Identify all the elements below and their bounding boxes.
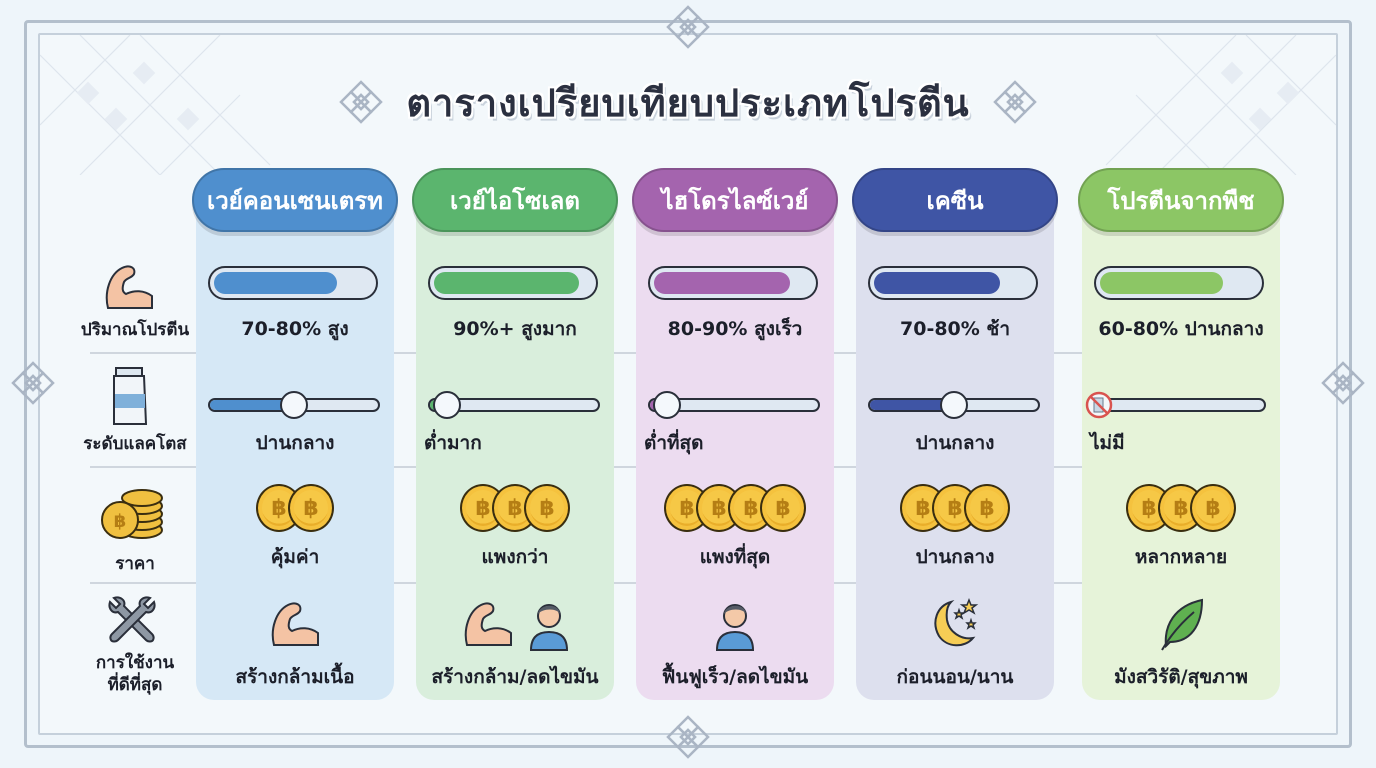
protein-value: 90%+ สูงมาก [453, 318, 577, 340]
usage-icons [412, 596, 618, 656]
protein-value: 70-80% ช้า [900, 318, 1010, 340]
price-coins: ฿฿฿ [852, 484, 1058, 534]
row-label-protein: ปริมาณโปรตีน [80, 320, 190, 340]
protein-progress-bar [1094, 266, 1264, 300]
thai-ornament-icon [992, 80, 1037, 124]
person-icon [713, 598, 757, 656]
price-coins: ฿฿฿ [412, 484, 618, 534]
diamond-pattern-decoration [1105, 35, 1336, 175]
row-label-usage: การใช้งาน ที่ดีที่สุด [95, 653, 175, 695]
protein-value: 80-90% สูงเร็ว [667, 318, 803, 340]
milk-carton-icon [113, 367, 148, 425]
protein-bar-fill [874, 272, 1001, 294]
person-icon [527, 598, 571, 656]
page-title: ตารางเปรียบเทียบประเภทโปรตีน [406, 80, 970, 125]
lactose-level-slider [208, 391, 380, 419]
column-header: ไฮโดรไลซ์เวย์ [632, 168, 838, 232]
protein-bar-fill [654, 272, 790, 294]
no-milk-icon [1084, 390, 1114, 424]
thai-ornament-icon [339, 80, 384, 124]
row-label-price: ราคา [115, 554, 155, 574]
usage-icons [852, 596, 1058, 656]
usage-value: ฟื้นฟูเร็ว/ลดไขมัน [661, 666, 809, 688]
flexed-arm-icon [105, 265, 153, 309]
baht-coin-icon: ฿ [760, 484, 806, 532]
protein-column: ไฮโดรไลซ์เวย์ 80-90% สูงเร็วต่ำที่สุด฿฿฿฿… [632, 168, 838, 700]
slider-fill [870, 400, 954, 410]
title-row: ตารางเปรียบเทียบประเภทโปรตีน [0, 72, 1376, 132]
protein-progress-bar [868, 266, 1038, 300]
usage-icons [1078, 596, 1284, 656]
thai-ornament-icon [666, 715, 710, 759]
protein-bar-fill [434, 272, 580, 294]
moon-stars-icon [925, 596, 985, 656]
lactose-value: ไม่มี [1090, 432, 1125, 454]
column-header: โปรตีนจากพืช [1078, 168, 1284, 232]
usage-value: สร้างกล้ามเนื้อ [235, 666, 355, 688]
leaf-icon [1156, 596, 1206, 656]
protein-bar-fill [1100, 272, 1224, 294]
thai-ornament-icon [1321, 361, 1365, 405]
slider-fill [210, 400, 294, 410]
lactose-value: ปานกลาง [255, 432, 335, 454]
baht-coin-icon: ฿ [288, 484, 334, 532]
slider-knob [432, 391, 461, 419]
lactose-level-slider [868, 391, 1040, 419]
protein-column: โปรตีนจากพืช 60-80% ปานกลางไม่มี฿฿฿หลากหล… [1078, 168, 1284, 700]
wrench-tools-icon [108, 596, 156, 643]
usage-value: มังสวิรัติ/สุขภาพ [1114, 666, 1248, 688]
protein-column: เวย์ไอโซเลต 90%+ สูงมากต่ำมาก฿฿฿แพงกว่าสร… [412, 168, 618, 700]
lactose-value: ปานกลาง [915, 432, 995, 454]
svg-text:฿: ฿ [114, 511, 127, 532]
thai-ornament-icon [666, 5, 710, 49]
slider-knob [940, 391, 968, 419]
coin-stack-icon: ฿ [101, 489, 163, 539]
price-value: แพงที่สุด [699, 546, 771, 568]
baht-coin-icon: ฿ [964, 484, 1010, 532]
lactose-value: ต่ำที่สุด [644, 432, 704, 454]
protein-value: 70-80% สูง [241, 318, 349, 340]
protein-progress-bar [208, 266, 378, 300]
lactose-level-slider [1085, 391, 1266, 419]
row-label-lactose: ระดับแลคโตส [83, 434, 187, 454]
price-coins: ฿฿฿฿ [632, 484, 838, 534]
slider-knob [280, 391, 308, 419]
price-value: หลากหลาย [1134, 546, 1228, 568]
usage-value: ก่อนนอน/นาน [896, 666, 1014, 688]
lactose-value: ต่ำมาก [424, 432, 482, 454]
usage-value: สร้างกล้าม/ลดไขมัน [431, 666, 599, 688]
column-header: เคซีน [852, 168, 1058, 232]
price-value: ปานกลาง [915, 546, 995, 568]
lactose-level-slider [648, 391, 820, 419]
baht-coin-icon: ฿ [524, 484, 570, 532]
diamond-pattern-decoration [40, 35, 271, 175]
protein-progress-bar [648, 266, 818, 300]
column-header: เวย์ไอโซเลต [412, 168, 618, 232]
price-coins: ฿฿฿ [1078, 484, 1284, 534]
thai-ornament-icon [11, 361, 55, 405]
protein-value: 60-80% ปานกลาง [1098, 318, 1264, 340]
usage-icons [632, 596, 838, 656]
protein-progress-bar [428, 266, 598, 300]
lactose-level-slider [428, 391, 600, 419]
protein-bar-fill [214, 272, 338, 294]
price-coins: ฿฿ [192, 484, 398, 534]
protein-column: เวย์คอนเซนเตรท 70-80% สูงปานกลาง฿฿คุ้มค่า… [192, 168, 398, 700]
price-value: แพงกว่า [481, 546, 549, 568]
flexed-arm-icon [266, 596, 324, 656]
slider-knob [652, 391, 681, 419]
usage-icons [192, 596, 398, 656]
price-value: คุ้มค่า [270, 546, 320, 568]
column-header: เวย์คอนเซนเตรท [192, 168, 398, 232]
baht-coin-icon: ฿ [1190, 484, 1236, 532]
flexed-arm-icon [459, 596, 517, 656]
